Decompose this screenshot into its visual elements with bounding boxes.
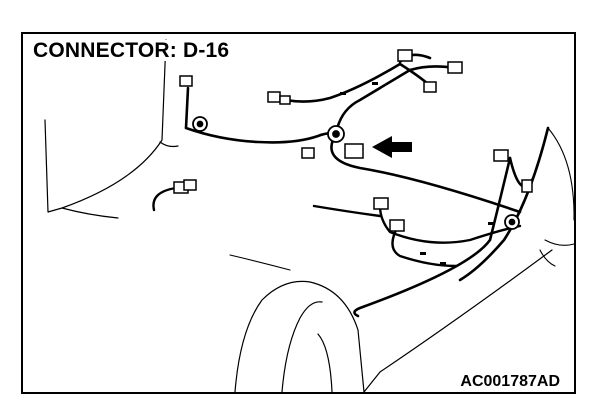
connector-icon (301, 147, 315, 159)
connector-d16-icon (344, 143, 364, 159)
ground-points (192, 116, 520, 230)
floor-harness (312, 204, 522, 268)
diagram-title: CONNECTOR: D-16 (33, 39, 230, 62)
locator-arrow-icon (372, 136, 412, 158)
trunk-floor-outline (229, 127, 575, 271)
reference-code: AC001787AD (460, 373, 560, 390)
diagram-frame (21, 32, 576, 394)
connector-icon (267, 91, 281, 103)
wheel-arch-outline (234, 249, 553, 393)
main-harness (184, 53, 550, 318)
connector-icon (183, 179, 197, 191)
connector-icon (389, 219, 405, 232)
harness-tape-marks (340, 82, 493, 265)
connector-icon (447, 61, 463, 74)
connectors (173, 49, 533, 232)
connector-icon (521, 179, 533, 193)
vehicle-body-outline (44, 39, 179, 219)
connector-icon (179, 75, 193, 87)
connector-icon (373, 197, 389, 210)
connector-icon (279, 95, 291, 105)
connector-icon (397, 49, 413, 62)
connector-icon (493, 149, 509, 162)
connector-icon (423, 81, 437, 93)
